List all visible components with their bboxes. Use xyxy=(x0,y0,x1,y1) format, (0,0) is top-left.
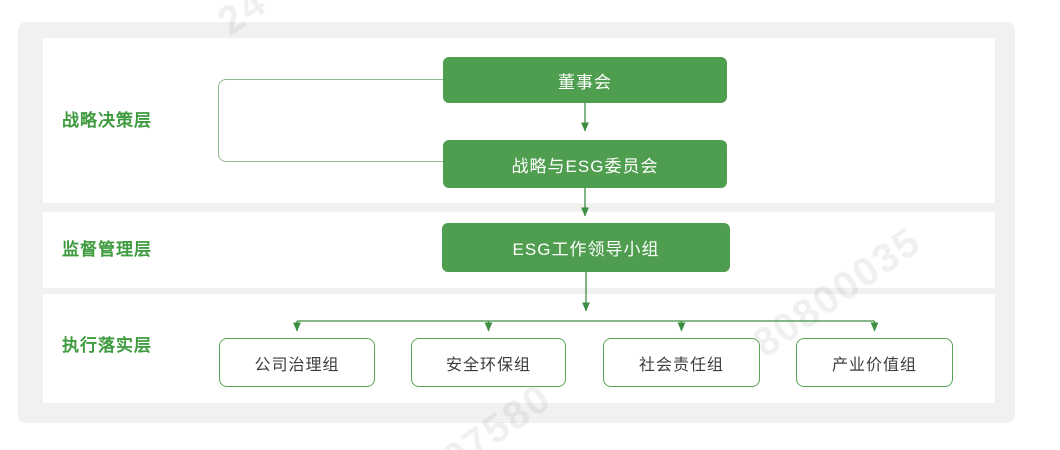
layer-label-supervision: 监督管理层 xyxy=(62,240,152,259)
group-social-responsibility: 社会责任组 xyxy=(603,338,760,387)
node-board-of-directors: 董事会 xyxy=(443,57,727,103)
layer-label-execution: 执行落实层 xyxy=(62,336,152,355)
layer-label-strategy: 战略决策层 xyxy=(62,111,152,130)
node-esg-leading-group: ESG工作领导小组 xyxy=(442,223,730,272)
node-strategy-esg-committee: 战略与ESG委员会 xyxy=(443,140,727,188)
group-industry-value: 产业价值组 xyxy=(796,338,953,387)
board-committee-bracket xyxy=(218,79,448,162)
group-safety-environment: 安全环保组 xyxy=(411,338,566,387)
group-corporate-governance: 公司治理组 xyxy=(219,338,375,387)
